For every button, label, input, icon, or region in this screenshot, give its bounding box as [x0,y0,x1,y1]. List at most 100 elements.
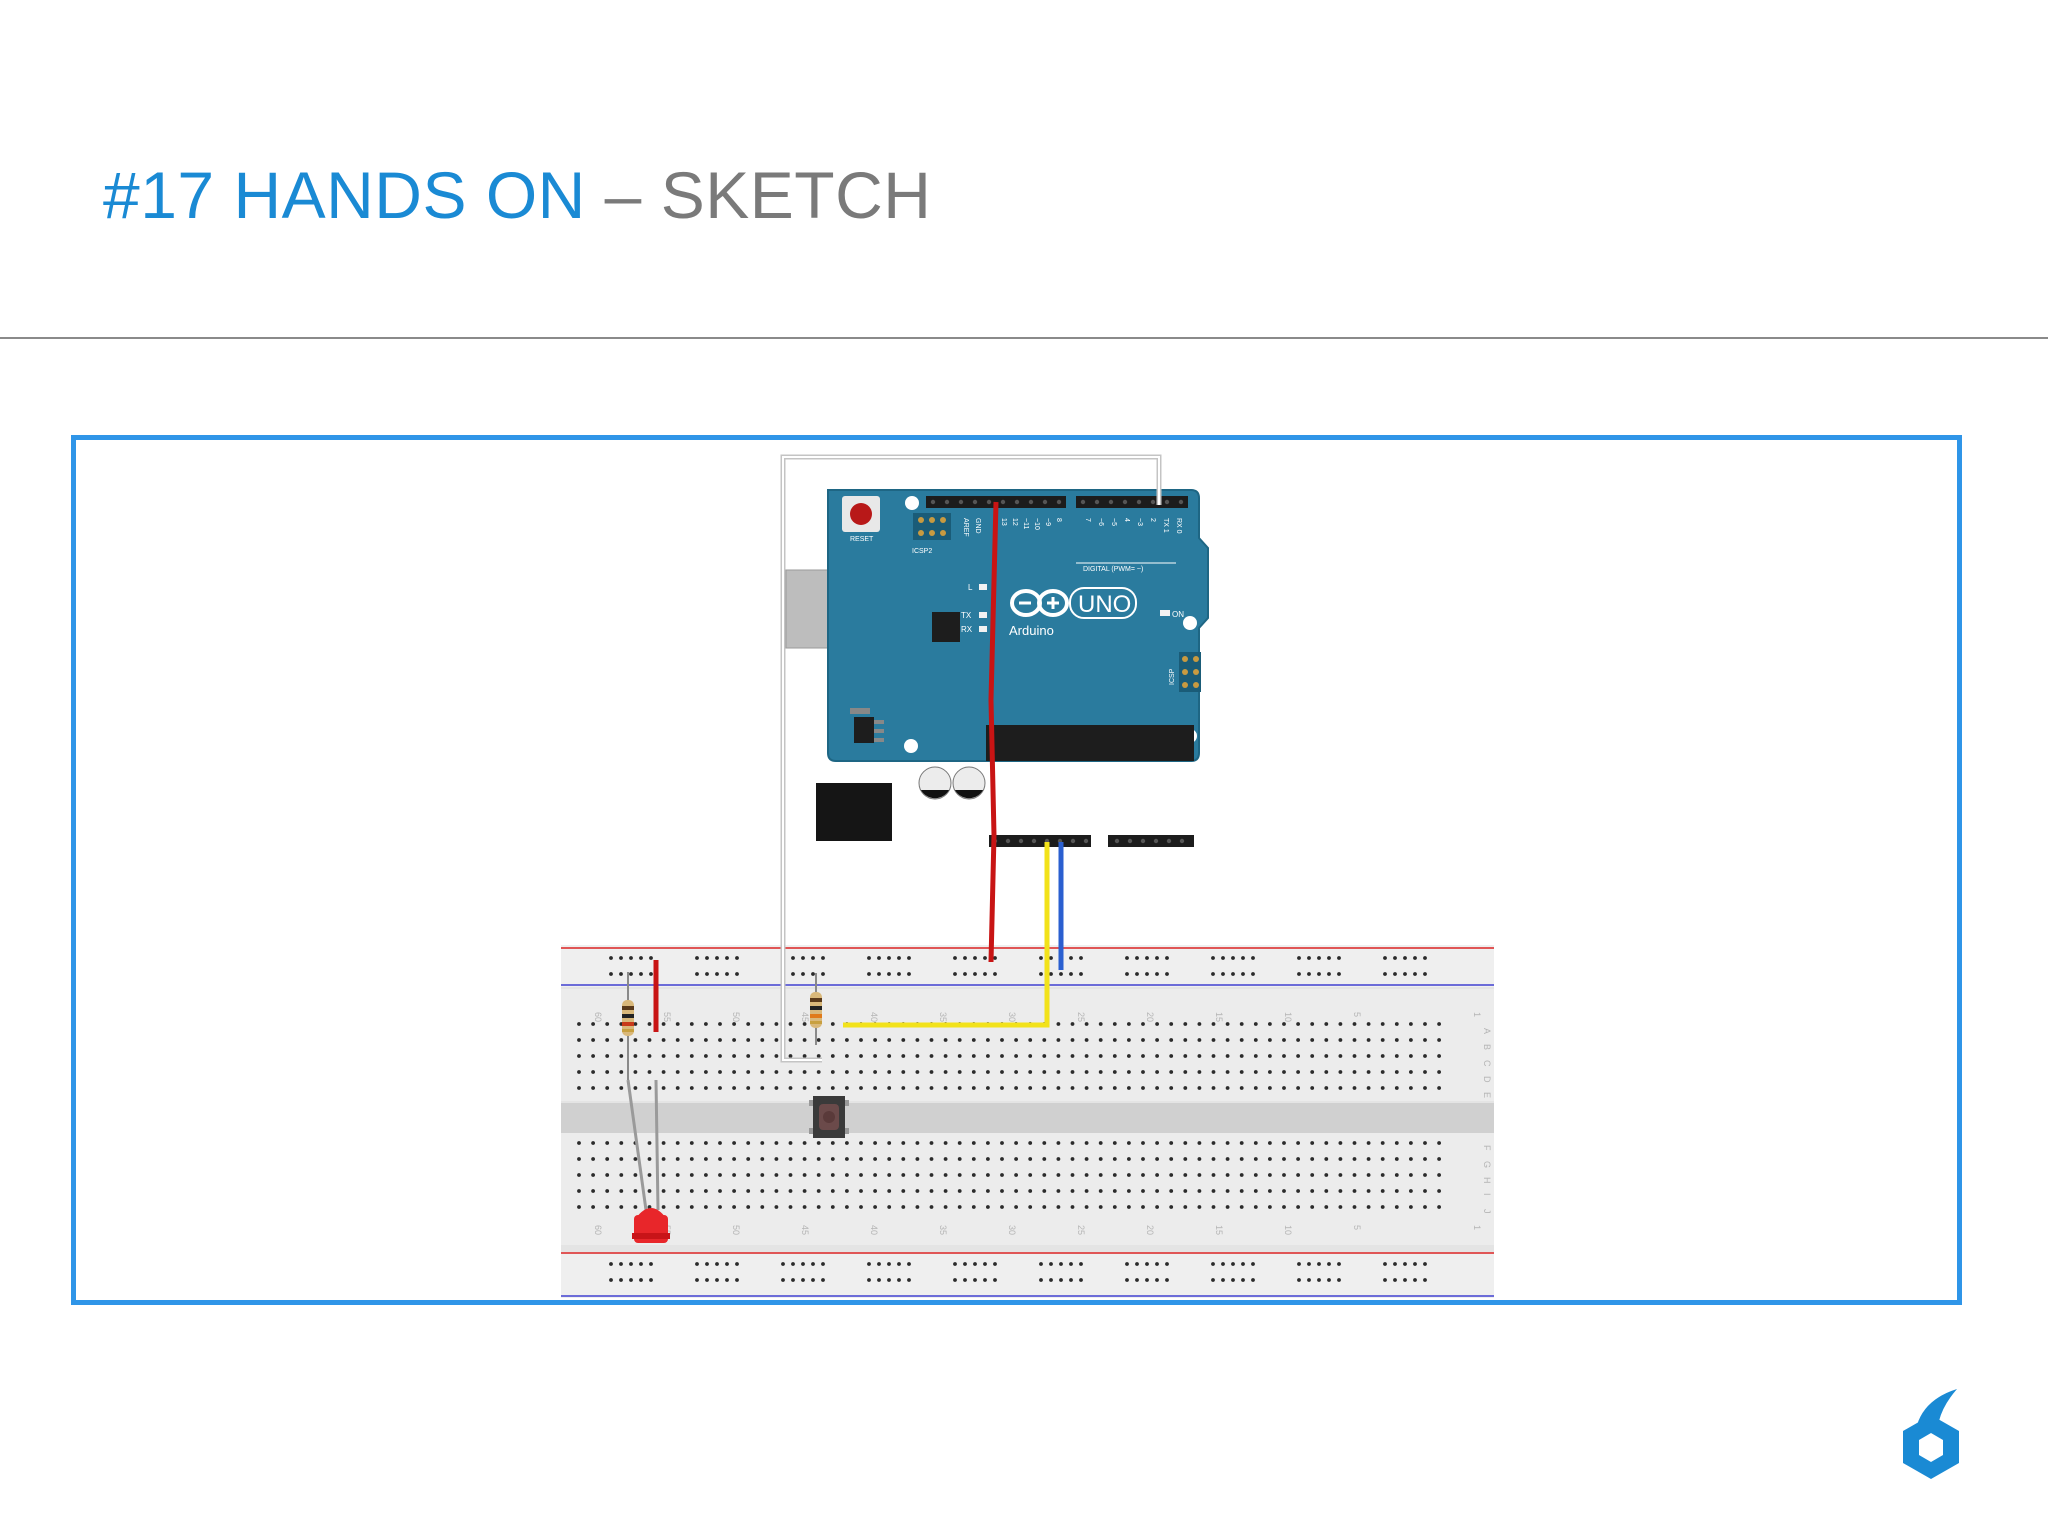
rail-hole [907,972,911,976]
breadboard-hole [887,1173,892,1177]
breadboard-hole [901,1157,906,1161]
breadboard-hole [1310,1173,1315,1177]
breadboard-hole [1211,1054,1216,1058]
header-pin [1164,499,1170,505]
breadboard-hole [760,1189,765,1193]
breadboard-hole [1098,1141,1103,1145]
rail-hole [1231,1278,1235,1282]
breadboard-hole [746,1141,751,1145]
on-led [1160,610,1170,616]
header-pin [1094,499,1100,505]
breadboard-hole [1338,1141,1343,1145]
breadboard-hole [675,1189,680,1193]
rail-hole [1297,956,1301,960]
breadboard-hole [633,1189,638,1193]
breadboard-hole [1197,1054,1202,1058]
breadboard-hole [887,1157,892,1161]
breadboard-hole [802,1189,807,1193]
breadboard-hole [943,1141,948,1145]
header-pin [1083,838,1089,844]
breadboard-hole [986,1054,990,1058]
breadboard-hole [577,1086,581,1090]
rail-hole [877,972,881,976]
rail-hole [907,1262,911,1266]
breadboard-hole [1423,1022,1427,1026]
rail-hole [619,972,623,976]
breadboard-hole [704,1038,708,1042]
rail-hole [1307,1278,1311,1282]
bb-col-label: 15 [1214,1012,1224,1022]
rail-hole [801,972,805,976]
breadboard-hole [1268,1205,1272,1209]
breadboard-hole [1127,1157,1131,1161]
rail-hole [1135,956,1139,960]
breadboard-hole [647,1173,652,1177]
rail-hole [1393,1278,1397,1282]
breadboard-hole [887,1070,892,1074]
rail-hole [1317,1262,1321,1266]
breadboard-hole [760,1086,765,1090]
breadboard-hole [873,1070,877,1074]
breadboard-hole [859,1070,863,1074]
rail-hole [1211,1278,1215,1282]
rail-hole [1327,956,1331,960]
rail-hole [1297,972,1301,976]
breadboard-hole [1127,1173,1131,1177]
rail-hole [715,956,719,960]
breadboard-hole [1211,1070,1216,1074]
breadboard-hole [1268,1038,1272,1042]
rail-hole [907,1278,911,1282]
breadboard-hole [1098,1173,1103,1177]
rail-hole [1039,972,1043,976]
breadboard-hole [859,1189,863,1193]
rail-hole [953,1262,957,1266]
rail-hole [1423,1278,1427,1282]
breadboard-hole [675,1086,680,1090]
breadboard-hole [1070,1173,1075,1177]
breadboard-hole [661,1054,666,1058]
breadboard-hole [915,1189,920,1193]
header-pin [986,499,992,505]
rail-hole [1145,972,1149,976]
breadboard-hole [732,1086,736,1090]
bb-col-label: 10 [1283,1225,1293,1235]
rail-hole [821,1262,825,1266]
breadboard-hole [577,1022,581,1026]
breadboard-hole [1409,1070,1413,1074]
breadboard-hole [718,1054,722,1058]
rail-hole [1079,1278,1083,1282]
rail-hole [1327,1262,1331,1266]
breadboard-hole [1197,1173,1202,1177]
rail-hole [609,956,613,960]
circuit-diagram: 60 55 50 45 40 35 30 25 20 15 10 5 1 60 … [561,454,1494,1298]
breadboard-hole [816,1141,821,1145]
breadboard-hole [718,1070,722,1074]
breadboard-hole [1324,1022,1329,1026]
breadboard-hole [1028,1054,1033,1058]
breadboard-hole [1409,1022,1413,1026]
breadboard-hole [605,1205,610,1209]
breadboard-hole [1197,1038,1202,1042]
rail-hole [695,956,699,960]
breadboard-hole [1014,1038,1018,1042]
rail-hole [897,972,901,976]
rail-hole [1413,1278,1417,1282]
breadboard-hole [1225,1022,1230,1026]
breadboard-hole [887,1205,892,1209]
rail-hole [1069,956,1073,960]
breadboard-hole [675,1038,680,1042]
breadboard-hole [1380,1205,1385,1209]
rail-hole [963,1262,967,1266]
rail-hole [1317,1278,1321,1282]
breadboard-hole [1394,1054,1399,1058]
breadboard-hole [1380,1070,1385,1074]
breadboard-hole [689,1070,694,1074]
header-pin [1028,499,1034,505]
rail-hole [735,956,739,960]
breadboard-hole [591,1054,595,1058]
breadboard-hole [1380,1157,1385,1161]
rail-hole [821,1278,825,1282]
breadboard-top-rail [561,945,1494,987]
breadboard-hole [633,1054,638,1058]
rail-hole [963,1278,967,1282]
